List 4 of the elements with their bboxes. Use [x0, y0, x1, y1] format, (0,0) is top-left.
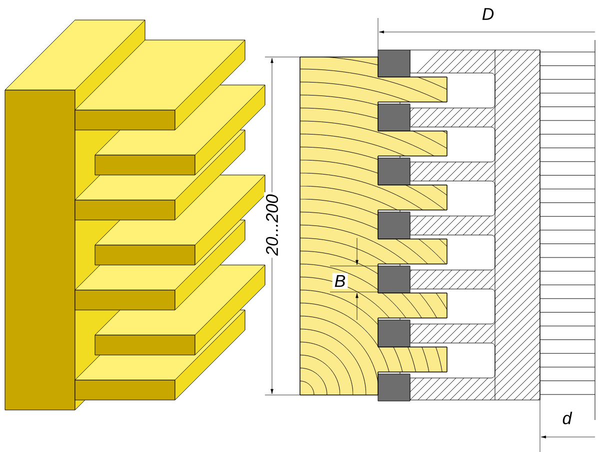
- dimension-label: d: [562, 412, 572, 424]
- dimension-label: 20...200: [264, 192, 280, 258]
- dimension-label: D: [482, 8, 494, 20]
- dimension-label: B: [332, 273, 348, 289]
